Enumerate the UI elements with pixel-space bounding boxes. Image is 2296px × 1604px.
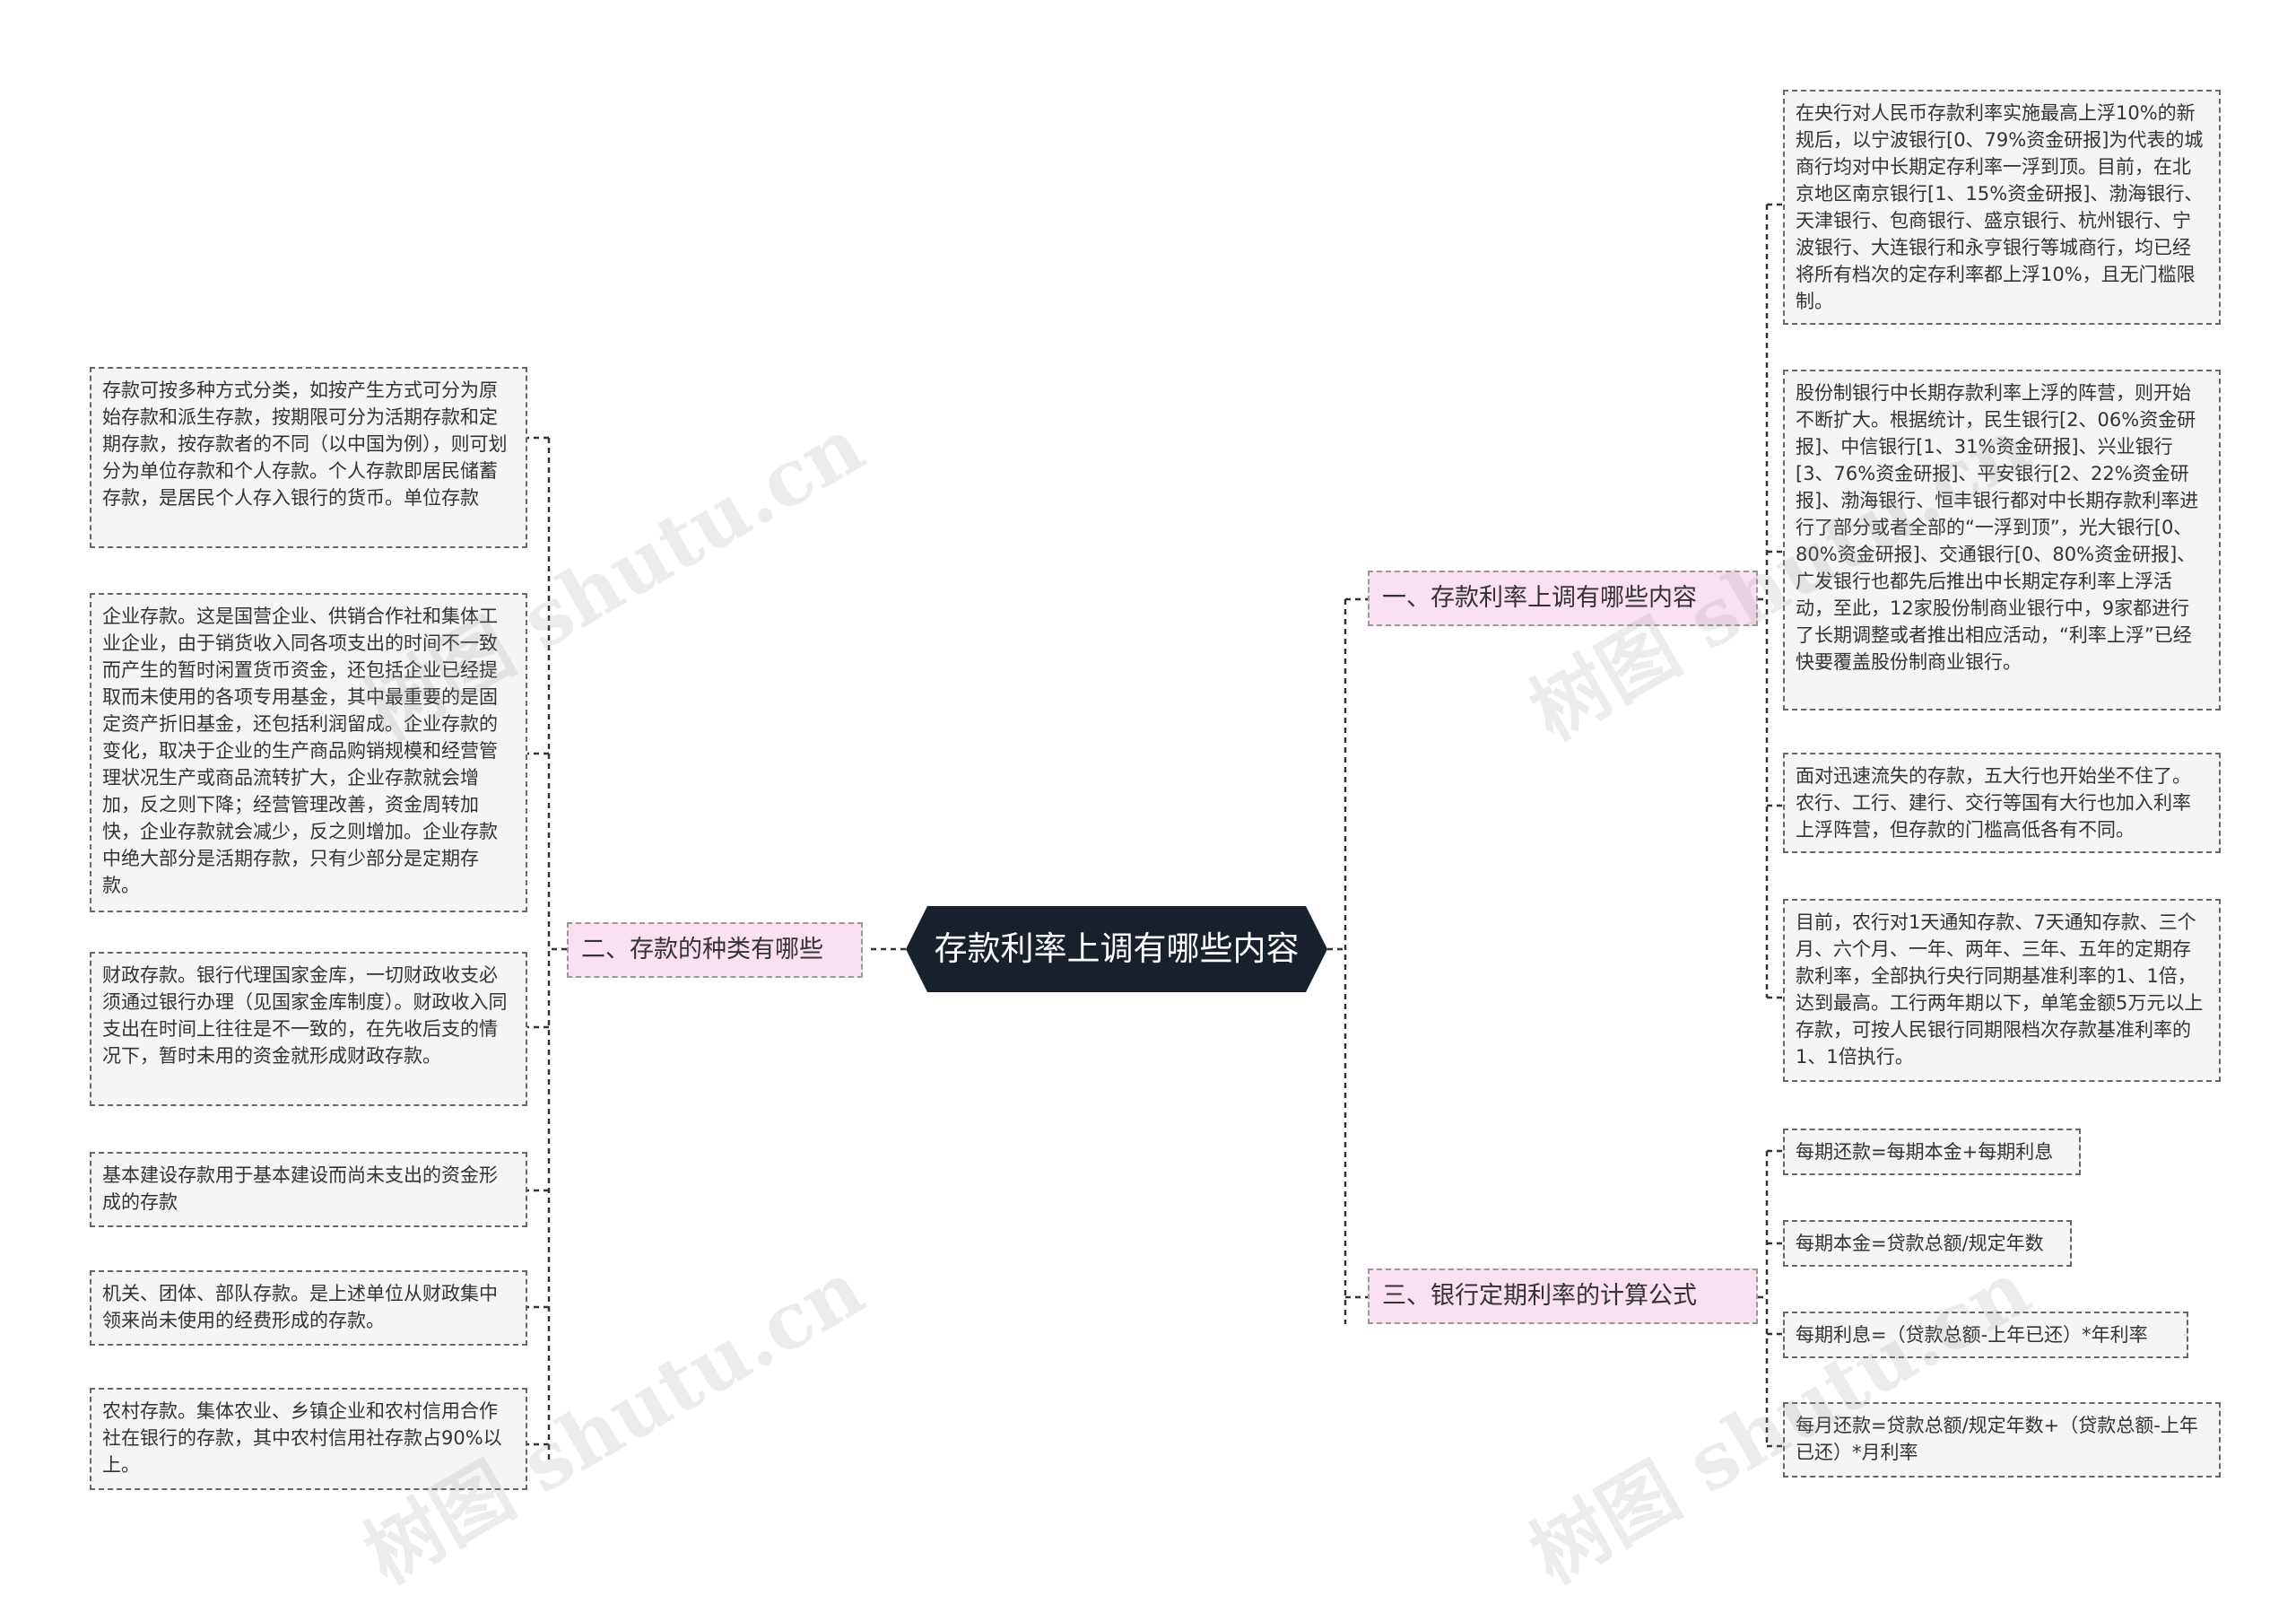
branch-deposit-types[interactable]: 二、存款的种类有哪些 bbox=[567, 922, 863, 978]
leaf-big-five-banks[interactable]: 面对迅速流失的存款，五大行也开始坐不住了。农行、工行、建行、交行等国有大行也加入… bbox=[1783, 753, 2221, 853]
leaf-rural-deposit[interactable]: 农村存款。集体农业、乡镇企业和农村信用合作社在银行的存款，其中农村信用社存款占9… bbox=[90, 1388, 527, 1490]
leaf-institution-deposit[interactable]: 机关、团体、部队存款。是上述单位从财政集中领来尚未使用的经费形成的存款。 bbox=[90, 1270, 527, 1346]
leaf-enterprise-deposit[interactable]: 企业存款。这是国营企业、供销合作社和集体工业企业，由于销货收入同各项支出的时间不… bbox=[90, 593, 527, 912]
leaf-abc-icbc-rates[interactable]: 目前，农行对1天通知存款、7天通知存款、三个月、六个月、一年、两年、三年、五年的… bbox=[1783, 899, 2221, 1082]
leaf-formula-monthly[interactable]: 每月还款=贷款总额/规定年数+（贷款总额-上年已还）*月利率 bbox=[1783, 1402, 2221, 1478]
leaf-deposit-classification[interactable]: 存款可按多种方式分类，如按产生方式可分为原始存款和派生存款，按期限可分为活期存款… bbox=[90, 367, 527, 548]
branch-interest-formula[interactable]: 三、银行定期利率的计算公式 bbox=[1368, 1268, 1758, 1324]
leaf-fiscal-deposit[interactable]: 财政存款。银行代理国家金库，一切财政收支必须通过银行办理（见国家金库制度）。财政… bbox=[90, 952, 527, 1106]
leaf-formula-interest[interactable]: 每期利息=（贷款总额-上年已还）*年利率 bbox=[1783, 1312, 2188, 1358]
leaf-formula-repayment[interactable]: 每期还款=每期本金+每期利息 bbox=[1783, 1129, 2081, 1175]
leaf-construction-deposit[interactable]: 基本建设存款用于基本建设而尚未支出的资金形成的存款 bbox=[90, 1152, 527, 1227]
leaf-joint-stock-bank-rates[interactable]: 股份制银行中长期存款利率上浮的阵营，则开始不断扩大。根据统计，民生银行[2、06… bbox=[1783, 370, 2221, 710]
root-topic[interactable]: 存款利率上调有哪些内容 bbox=[906, 906, 1327, 992]
leaf-formula-principal[interactable]: 每期本金=贷款总额/规定年数 bbox=[1783, 1220, 2072, 1267]
branch-rate-increase-content[interactable]: 一、存款利率上调有哪些内容 bbox=[1368, 571, 1758, 626]
leaf-city-bank-rates[interactable]: 在央行对人民币存款利率实施最高上浮10%的新规后，以宁波银行[0、79%资金研报… bbox=[1783, 90, 2221, 325]
